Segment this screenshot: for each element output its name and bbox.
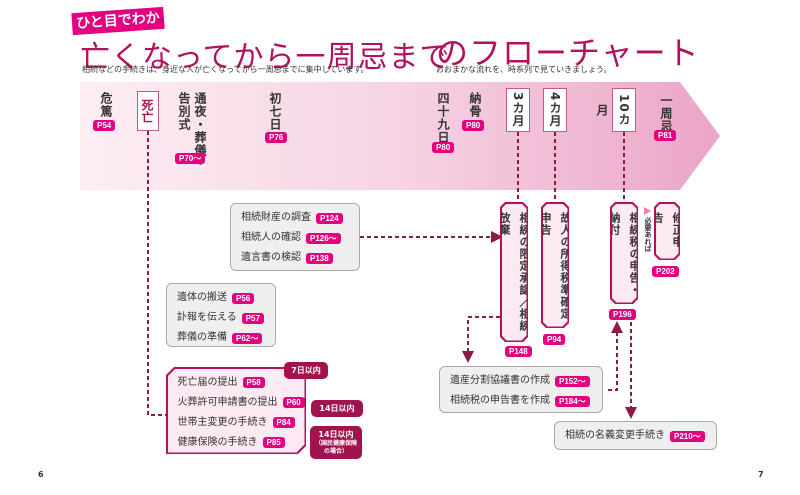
page-badge-49th-day: P80 — [432, 142, 455, 153]
event-4-months: 4カ月 — [543, 88, 567, 132]
page-badge-interment: P80 — [462, 120, 485, 131]
item-label: 訃報を伝える — [177, 312, 237, 323]
tagline-badge: ひと目でわかる — [71, 6, 165, 51]
item-label: 遺体の搬送 — [177, 292, 227, 303]
list-item: 世帯主変更の手続き P84 — [178, 413, 295, 433]
list-item: 死亡届の提出 P58 — [178, 373, 295, 393]
item-label: 健康保険の手続き — [177, 436, 258, 448]
page-badge-amended-return: P202 — [652, 266, 679, 277]
list-item: 遺言書の検認 P138 — [241, 248, 349, 268]
deadline-bubble-7-days: 7日以内 — [284, 362, 328, 379]
bubble-text: 14日以内 — [318, 430, 354, 439]
page-badge: P56 — [232, 292, 255, 304]
page-title-left: 亡くなってから一周忌まで — [80, 40, 451, 75]
page-badge-limited-approval: P148 — [505, 346, 532, 357]
item-label: 世帯主変更の手続き — [177, 416, 268, 428]
page-badge: P126〜 — [306, 232, 341, 244]
deadline-bubble-14-days: 14日以内 — [311, 400, 363, 417]
list-item: 葬儀の準備 P62〜 — [177, 328, 265, 348]
income-tax-box: 故人の所得税準確定申告 — [541, 202, 569, 328]
funeral-box: 遺体の搬送 P56 訃報を伝える P57 葬儀の準備 P62〜 — [166, 283, 276, 347]
page-title-right: のフローチャート — [436, 34, 700, 72]
item-label: 死亡届の提出 — [177, 376, 238, 388]
amended-return-label: 修正申告 — [656, 204, 679, 259]
page-badge-first-anniversary: P81 — [654, 130, 677, 141]
list-item: 相続財産の調査 P124 — [241, 208, 349, 228]
page-badge: P184〜 — [555, 395, 590, 407]
inheritance-tax-label: 相続税の申告・納付 — [612, 204, 637, 303]
connector-division — [608, 321, 623, 391]
bubble-note: （国民健康保険の場合） — [314, 440, 357, 455]
page-badge-seventh-day: P76 — [265, 132, 288, 143]
amended-return-box: 修正申告 — [654, 202, 680, 260]
event-49th-day: 四十九日 — [436, 92, 450, 144]
list-item: 相続税の申告書を作成 P184〜 — [450, 391, 592, 411]
page-badge: P84 — [273, 417, 295, 428]
page-badge: P58 — [243, 377, 265, 388]
page-badge: P60 — [283, 397, 305, 408]
page-number-left: 6 — [38, 470, 44, 479]
event-3-months: 3カ月 — [506, 88, 530, 132]
income-tax-label: 故人の所得税準確定申告 — [543, 204, 568, 327]
item-label: 遺産分割協議書の作成 — [450, 375, 550, 386]
title-change-box: 相続の名義変更手続き P210〜 — [554, 421, 717, 450]
page-badge-funeral: P70〜 — [175, 153, 206, 164]
limited-approval-label: 相続の限定承認／相続放棄 — [502, 204, 527, 341]
page-badge: P85 — [263, 437, 285, 448]
inheritance-tax-box: 相続税の申告・納付 — [610, 202, 638, 304]
event-10-months: 10カ月 — [595, 88, 636, 132]
page-badge-critical: P54 — [93, 120, 116, 131]
event-death: 死亡 — [137, 91, 159, 131]
item-label: 相続税の申告書を作成 — [450, 395, 550, 406]
event-seventh-day: 初七日 — [268, 92, 282, 131]
event-farewell: 告別式 — [177, 92, 191, 131]
estate-division-box: 遺産分割協議書の作成 P152〜 相続税の申告書を作成 P184〜 — [439, 366, 603, 413]
triangle-pointer-icon — [644, 207, 651, 215]
item-label: 相続の名義変更手続き — [565, 430, 665, 441]
page-badge: P152〜 — [555, 375, 590, 387]
page-badge: P210〜 — [670, 430, 705, 442]
page-badge-income-tax: P94 — [543, 334, 566, 345]
page-badge-inheritance-tax: P196 — [609, 309, 636, 320]
list-item: 相続人の確認 P126〜 — [241, 228, 349, 248]
subtitle-left: 相続などの手続きは、身近な人が亡くなってから一周忌までに集中しています。 — [82, 65, 369, 74]
list-item: 相続の名義変更手続き P210〜 — [565, 426, 706, 446]
inheritance-research-box: 相続財産の調査 P124 相続人の確認 P126〜 遺言書の検認 P138 — [230, 203, 360, 271]
list-item: 健康保険の手続き P85 — [178, 433, 295, 453]
event-interment: 納骨 — [468, 92, 482, 118]
page-badge: P124 — [316, 212, 343, 224]
list-item: 遺体の搬送 P56 — [177, 288, 265, 308]
event-first-anniversary: 一周忌 — [659, 94, 673, 133]
item-label: 葬儀の準備 — [177, 332, 227, 343]
limited-approval-box: 相続の限定承認／相続放棄 — [500, 202, 528, 342]
item-label: 遺言書の検認 — [241, 252, 301, 263]
event-critical: 危篤 — [99, 92, 113, 118]
list-item: 遺産分割協議書の作成 P152〜 — [450, 371, 592, 391]
item-label: 相続財産の調査 — [241, 212, 311, 223]
subtitle-right: おおまかな流れを、時系列で見ていきましょう。 — [436, 65, 612, 74]
event-wake-funeral: 通夜・葬儀・ — [193, 92, 207, 170]
page-badge: P62〜 — [232, 332, 263, 344]
page-badge: P138 — [306, 252, 333, 264]
item-label: 相続人の確認 — [241, 232, 301, 243]
connector-renunciation — [462, 316, 500, 363]
page-badge: P57 — [241, 312, 264, 324]
list-item: 訃報を伝える P57 — [177, 308, 265, 328]
if-needed-note: 必要あれば — [644, 217, 652, 252]
deadline-bubble-14-days-insurance: 14日以内 （国民健康保険の場合） — [310, 426, 362, 459]
item-label: 火葬許可申請書の提出 — [177, 396, 278, 408]
page-number-right: 7 — [758, 470, 764, 479]
